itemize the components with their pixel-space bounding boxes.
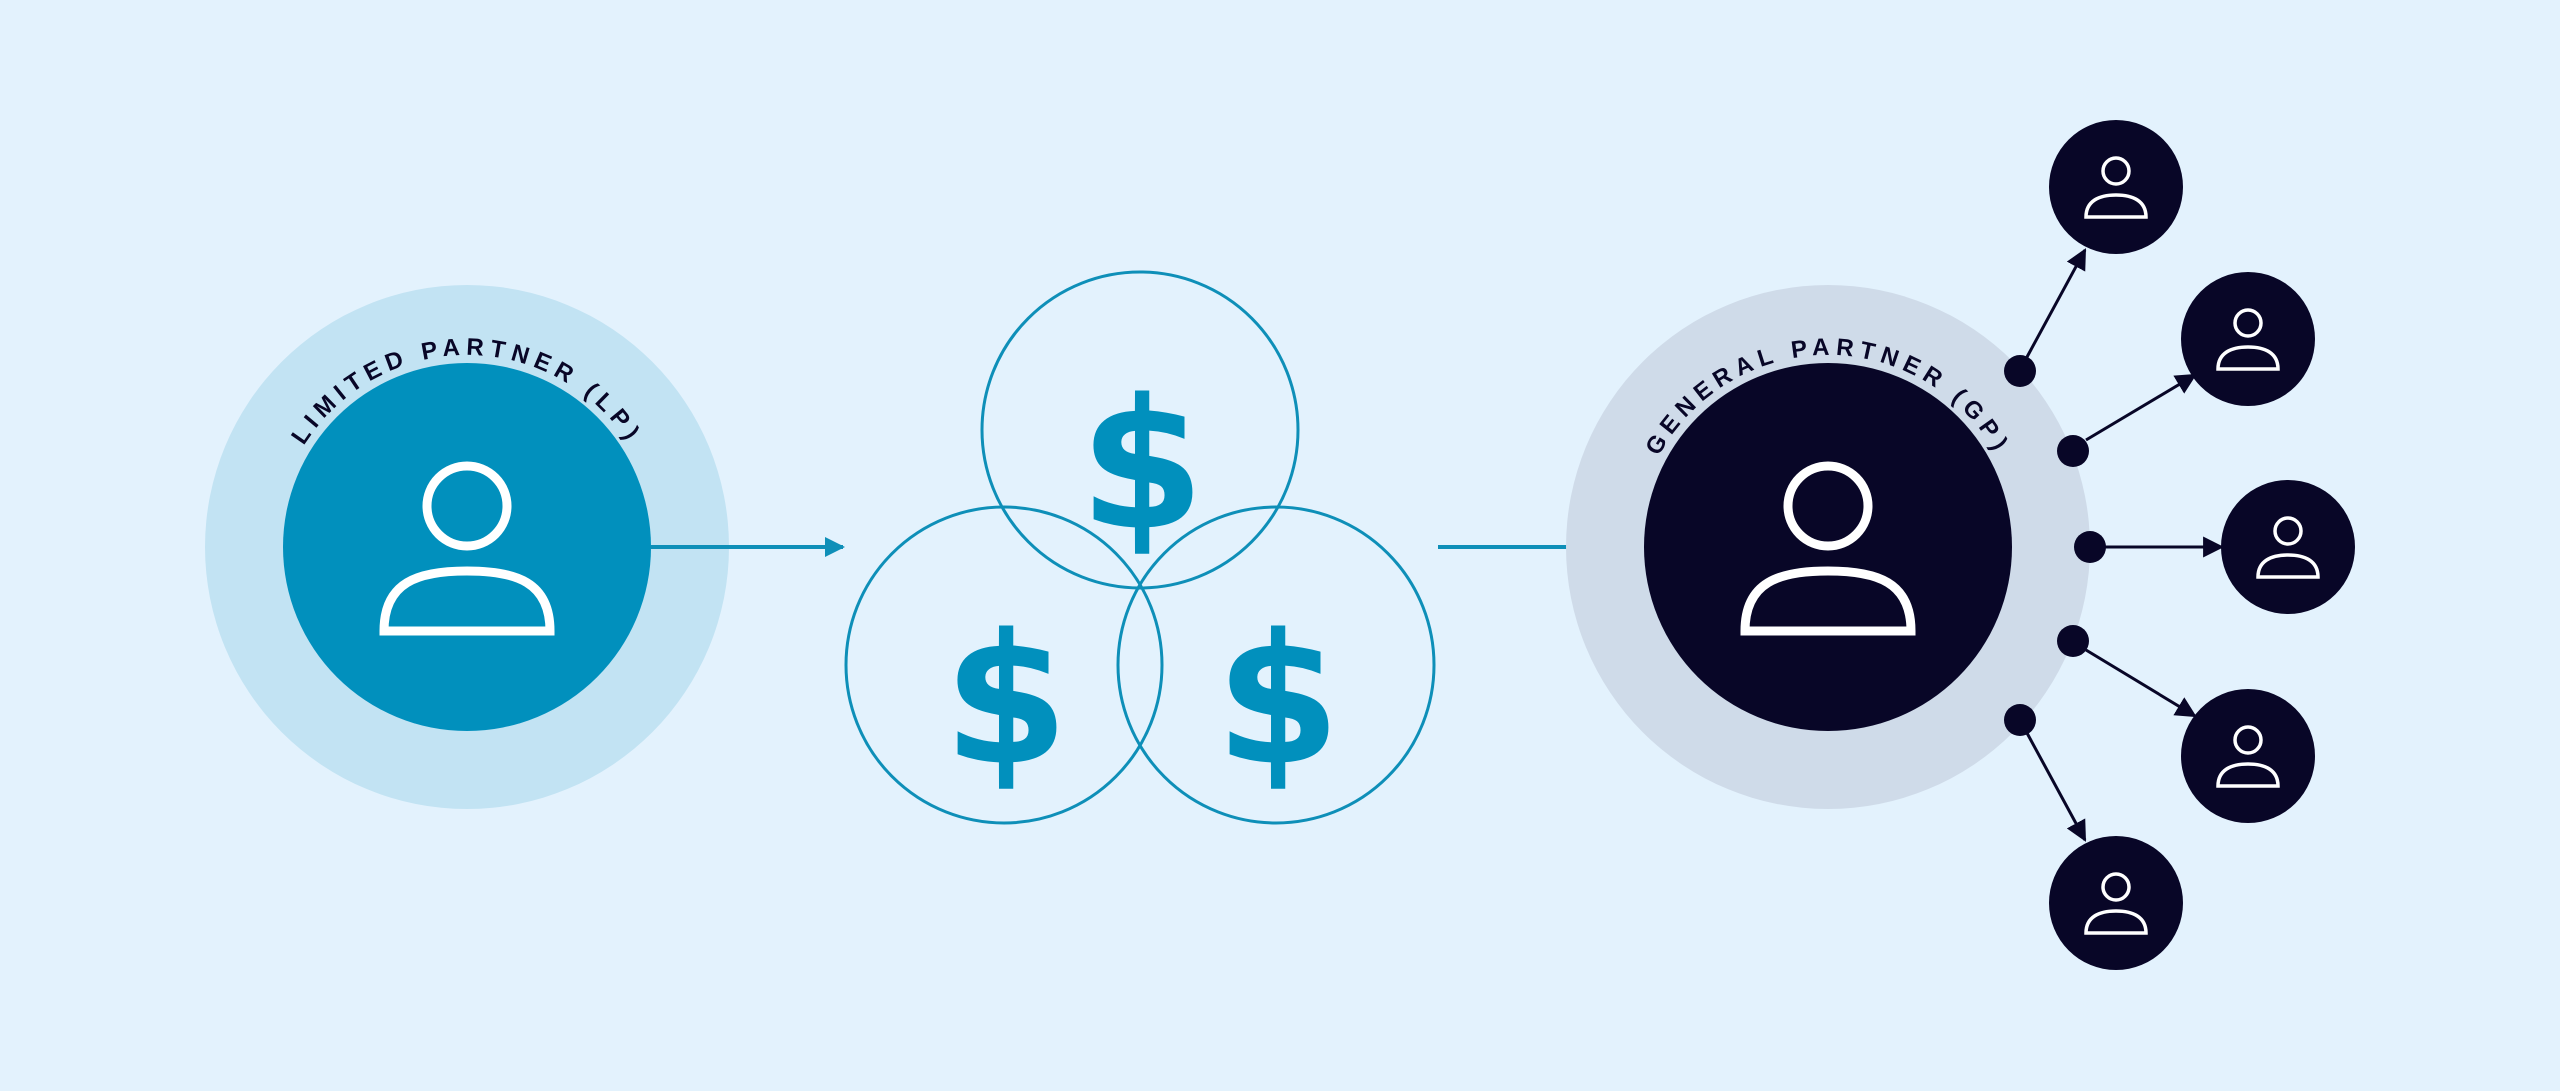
- pool-circle-top: [980, 270, 1300, 590]
- dollar-icon: $: [1079, 361, 1204, 570]
- pool-circle-right: [1116, 505, 1436, 825]
- pool-circle-left: [844, 505, 1164, 825]
- distribution-arrow: [2025, 732, 2087, 842]
- investee-node: [2049, 120, 2183, 254]
- investee-node: [2181, 689, 2315, 823]
- general-partner-node: GENERAL PARTNER (GP): [1566, 285, 2090, 809]
- distribution-arrow: [2085, 648, 2197, 718]
- connector-dot: [2004, 704, 2036, 736]
- person-icon: [2256, 516, 2320, 579]
- fund-pool: [844, 270, 1436, 825]
- distribution-arrow: [2025, 248, 2087, 358]
- gp-person-icon: [1740, 461, 1916, 636]
- person-icon: [2216, 308, 2280, 371]
- connector-dot: [2074, 531, 2106, 563]
- connector-dot: [2004, 355, 2036, 387]
- connector-dot: [2057, 435, 2089, 467]
- investee-node: [2049, 836, 2183, 970]
- investee-node: [2181, 272, 2315, 406]
- person-icon: [2084, 872, 2148, 935]
- dollar-icon: $: [1215, 596, 1340, 805]
- distribution-connectors: [2004, 248, 2225, 842]
- connector-dot: [2057, 625, 2089, 657]
- lp-person-icon: [379, 461, 555, 636]
- limited-partner-node: LIMITED PARTNER (LP): [205, 285, 729, 809]
- distribution-arrow: [2085, 373, 2197, 442]
- person-icon: [2084, 156, 2148, 219]
- person-icon: [2216, 725, 2280, 788]
- investee-node: [2221, 480, 2355, 614]
- dollar-icon: $: [943, 596, 1068, 805]
